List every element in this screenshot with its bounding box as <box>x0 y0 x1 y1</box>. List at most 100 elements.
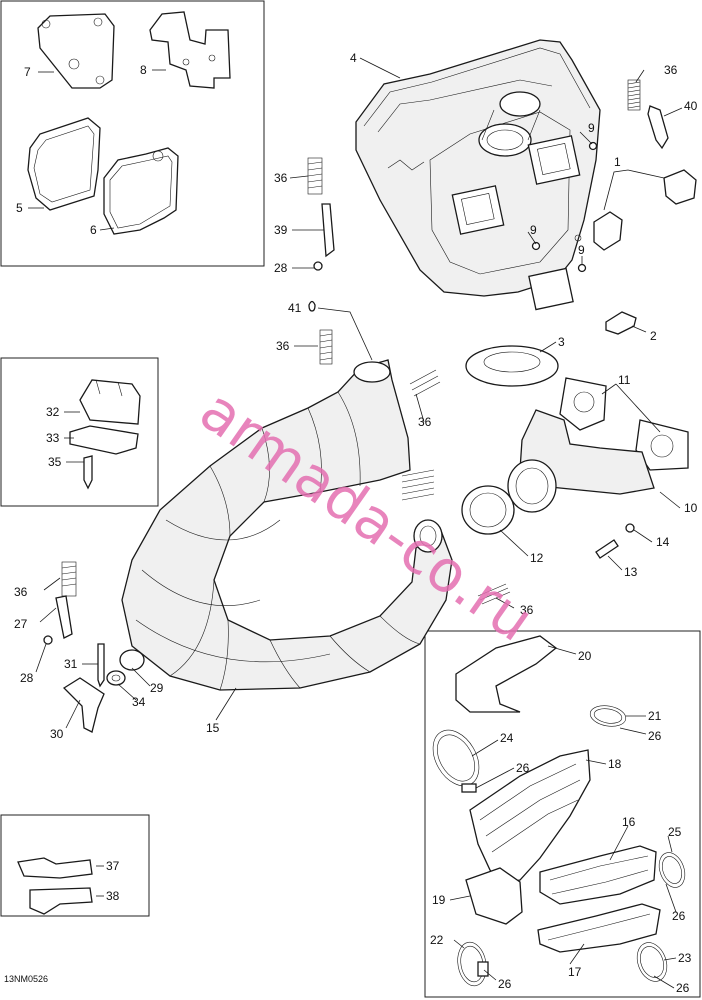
callout-6: 6 <box>90 223 97 237</box>
callout-22: 22 <box>430 933 444 947</box>
bracket-27 <box>55 595 73 639</box>
callout-36-top-center: 36 <box>418 415 432 429</box>
callout-36-lower-right: 36 <box>520 603 534 617</box>
callout-36-mid-left: 36 <box>276 339 290 353</box>
callout-9-lower: 9 <box>578 243 585 257</box>
callout-24: 24 <box>500 731 514 745</box>
callout-2: 2 <box>650 329 657 343</box>
callout-36-left-upper: 36 <box>274 171 288 185</box>
rivet-35 <box>83 455 93 490</box>
heat-shield-19 <box>465 867 523 925</box>
callout-40: 40 <box>684 99 698 113</box>
inset-box-bracket-kit <box>0 357 159 507</box>
clamp-25 <box>658 852 686 888</box>
callout-16: 16 <box>622 815 636 829</box>
callout-9-middle: 9 <box>530 223 537 237</box>
callout-8: 8 <box>140 63 147 77</box>
callout-5: 5 <box>16 201 23 215</box>
clamp-21 <box>589 705 627 727</box>
callout-9-upper: 9 <box>588 121 595 135</box>
callout-23: 23 <box>678 951 692 965</box>
drawing-code: 13NM0526 <box>4 974 48 984</box>
callout-25: 25 <box>668 825 682 839</box>
spring-36-top-right <box>627 79 641 111</box>
callout-26-b: 26 <box>516 761 530 775</box>
callout-14: 14 <box>656 535 670 549</box>
bracket-39 <box>321 203 335 258</box>
callout-38: 38 <box>106 889 120 903</box>
bolt-13 <box>595 539 619 559</box>
callout-18: 18 <box>608 757 622 771</box>
exhaust-manifold-11 <box>507 377 689 513</box>
inset-box-covers <box>424 630 701 998</box>
callout-17: 17 <box>568 965 582 979</box>
decal-37 <box>17 857 93 879</box>
heat-shield-5 <box>27 117 101 211</box>
washer-34 <box>106 670 126 686</box>
spring-36-center <box>401 469 435 501</box>
cover-20 <box>455 635 558 713</box>
spring-36-left-upper <box>307 157 323 195</box>
callout-41: 41 <box>288 301 302 315</box>
callout-37: 37 <box>106 859 120 873</box>
nut-28-upper <box>313 261 323 271</box>
callout-28-lower: 28 <box>20 671 34 685</box>
sealing-ring-12 <box>461 485 515 535</box>
grommet-3 <box>465 345 559 387</box>
callout-labels: 7 8 5 6 4 9 9 9 36 40 1 2 3 36 39 28 41 … <box>14 51 698 995</box>
tuned-pipe-15 <box>121 359 453 691</box>
callout-26-d: 26 <box>498 977 512 991</box>
callout-10: 10 <box>684 501 698 515</box>
callout-36-top-right: 36 <box>664 63 678 77</box>
callout-36-lower-left: 36 <box>14 585 28 599</box>
callout-28-upper: 28 <box>274 261 288 275</box>
callout-1: 1 <box>614 155 621 169</box>
leader-lines <box>28 57 683 989</box>
spring-36-top-center <box>409 369 441 397</box>
heat-shield-17 <box>537 903 661 953</box>
spring-36-mid-left <box>319 329 333 365</box>
callout-35: 35 <box>48 455 62 469</box>
callout-31: 31 <box>64 657 78 671</box>
bracket-32 <box>79 379 141 425</box>
callout-32: 32 <box>46 405 60 419</box>
callout-29: 29 <box>150 681 164 695</box>
clip-2 <box>605 311 637 335</box>
heat-shield-6 <box>103 147 179 235</box>
callout-4: 4 <box>350 51 357 65</box>
callout-26-a: 26 <box>648 729 662 743</box>
clamp-24 <box>432 729 480 793</box>
callout-13: 13 <box>624 565 638 579</box>
callout-3: 3 <box>558 335 565 349</box>
callout-26-c: 26 <box>672 909 686 923</box>
callout-26-e: 26 <box>676 981 690 995</box>
grommet-29 <box>119 649 145 671</box>
plate-7 <box>37 13 115 89</box>
decal-38 <box>29 887 93 915</box>
plate-8 <box>149 11 231 89</box>
callout-27: 27 <box>14 617 28 631</box>
bolt-9-upper <box>588 141 598 151</box>
callout-12: 12 <box>530 551 544 565</box>
bracket-30 <box>62 677 105 733</box>
bolt-9-middle <box>531 241 541 251</box>
muffler-4 <box>355 39 601 311</box>
nut-28-lower <box>43 635 53 645</box>
bolt-9-lower <box>577 263 587 273</box>
callout-39: 39 <box>274 223 288 237</box>
inset-box-decals <box>0 814 150 917</box>
clamp-22 <box>457 941 489 987</box>
rubber-mount-1-upper <box>663 169 697 205</box>
inset-box-heat-shields <box>0 0 265 267</box>
callout-7: 7 <box>24 65 31 79</box>
heat-shield-16 <box>539 845 657 905</box>
callout-21: 21 <box>648 709 662 723</box>
spacer-33 <box>69 425 139 455</box>
callout-30: 30 <box>50 727 64 741</box>
lubricant-drop-41 <box>308 300 316 312</box>
callout-20: 20 <box>578 649 592 663</box>
rubber-mount-1-lower <box>593 211 623 251</box>
callout-34: 34 <box>132 695 146 709</box>
callout-33: 33 <box>46 431 60 445</box>
